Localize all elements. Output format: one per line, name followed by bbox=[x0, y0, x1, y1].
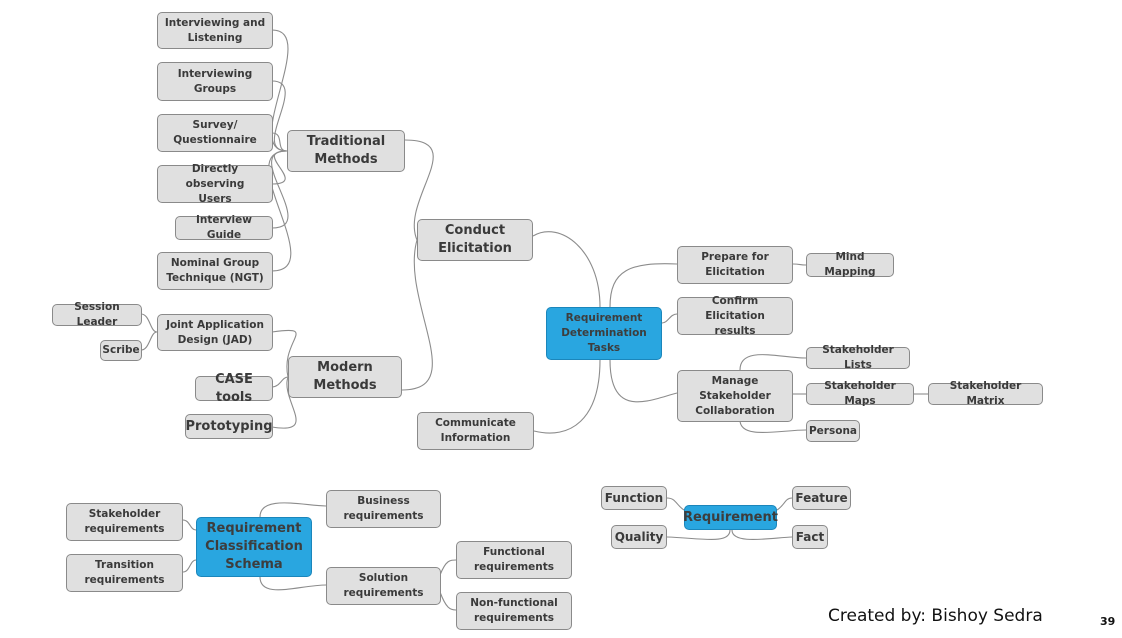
node-directly-observing: Directly observing Users bbox=[157, 163, 273, 205]
link-rdt-prepare bbox=[609, 263, 678, 308]
node-confirm-elicitation-results: Confirm Elicitation results bbox=[677, 295, 793, 337]
node-fact: Fact bbox=[792, 525, 828, 549]
node-traditional-methods: Traditional Methods bbox=[287, 130, 405, 172]
link-solution-functional bbox=[439, 559, 457, 576]
link-rcs-stakeholder bbox=[182, 519, 197, 531]
link-modern-prototyping bbox=[271, 376, 297, 429]
link-traditional-interviewing-listening bbox=[271, 29, 289, 152]
node-mind-mapping: Mind Mapping bbox=[806, 251, 894, 278]
link-conduct-modern bbox=[401, 239, 433, 391]
link-rdt-communicate bbox=[533, 359, 601, 434]
link-rcs-business bbox=[259, 502, 327, 518]
credit-text: Created by: Bishoy Sedra bbox=[828, 606, 1043, 626]
node-modern-methods: Modern Methods bbox=[288, 356, 402, 398]
link-prepare-mindmap bbox=[792, 263, 807, 266]
link-requirement-feature bbox=[776, 497, 793, 511]
node-manage-stakeholder-collaboration: Manage Stakeholder Collaboration bbox=[677, 370, 793, 422]
link-traditional-directly-observing bbox=[271, 150, 288, 185]
link-requirement-quality bbox=[666, 529, 731, 540]
node-conduct-elicitation: Conduct Elicitation bbox=[417, 219, 533, 261]
node-communicate-information: Communicate Information bbox=[417, 412, 534, 450]
link-requirement-fact bbox=[731, 529, 793, 540]
link-requirement-function bbox=[666, 497, 685, 511]
node-prepare-elicitation: Prepare for Elicitation bbox=[677, 246, 793, 284]
node-requirement-classification-schema: Requirement Classification Schema bbox=[196, 517, 312, 577]
node-case-tools: CASE tools bbox=[195, 372, 273, 405]
node-nonfunctional-requirements: Non-functional requirements bbox=[456, 592, 572, 630]
link-jad-scribe bbox=[140, 331, 158, 351]
link-traditional-interview-guide bbox=[271, 150, 289, 229]
node-scribe: Scribe bbox=[100, 340, 142, 361]
node-stakeholder-maps: Stakeholder Maps bbox=[806, 380, 914, 407]
node-requirement: Requirement bbox=[683, 505, 778, 530]
link-modern-jad bbox=[271, 329, 297, 378]
node-stakeholder-matrix: Stakeholder Matrix bbox=[928, 380, 1043, 407]
node-session-leader: Session Leader bbox=[52, 301, 142, 328]
node-survey: Survey/ Questionnaire bbox=[157, 114, 273, 152]
node-interviewing-listening: Interviewing and Listening bbox=[157, 12, 273, 49]
node-persona: Persona bbox=[806, 420, 860, 442]
node-function: Function bbox=[601, 486, 667, 510]
page-number: 39 bbox=[1100, 615, 1116, 628]
node-functional-requirements: Functional requirements bbox=[456, 541, 572, 579]
link-rcs-transition bbox=[182, 559, 197, 573]
link-rdt-conduct bbox=[532, 231, 601, 308]
node-stakeholder-lists: Stakeholder Lists bbox=[806, 344, 910, 371]
node-requirement-determination-tasks: Requirement Determination Tasks bbox=[546, 307, 662, 360]
node-transition-requirements: Transition requirements bbox=[66, 554, 183, 592]
link-rdt-manage bbox=[609, 359, 678, 403]
node-quality: Quality bbox=[611, 525, 667, 549]
link-rdt-confirm bbox=[661, 313, 678, 324]
link-modern-case bbox=[271, 376, 289, 388]
link-conduct-traditional bbox=[404, 139, 434, 241]
link-jad-session-leader bbox=[140, 313, 158, 333]
node-business-requirements: Business requirements bbox=[326, 490, 441, 528]
node-prototyping: Prototyping bbox=[185, 414, 273, 439]
node-ngt: Nominal Group Technique (NGT) bbox=[157, 252, 273, 290]
link-manage-persona bbox=[739, 419, 807, 434]
link-traditional-survey bbox=[271, 132, 288, 152]
node-feature: Feature bbox=[792, 486, 851, 510]
link-traditional-ngt bbox=[268, 150, 292, 272]
node-solution-requirements: Solution requirements bbox=[326, 567, 441, 605]
node-jad: Joint Application Design (JAD) bbox=[157, 314, 273, 351]
node-stakeholder-requirements: Stakeholder requirements bbox=[66, 503, 183, 541]
link-solution-nonfunctional bbox=[439, 591, 457, 611]
link-rcs-solution bbox=[259, 576, 327, 591]
link-traditional-interviewing-groups bbox=[271, 80, 288, 152]
link-manage-lists bbox=[739, 354, 807, 371]
node-interview-guide: Interview Guide bbox=[175, 214, 273, 241]
node-interviewing-groups: Interviewing Groups bbox=[157, 62, 273, 101]
